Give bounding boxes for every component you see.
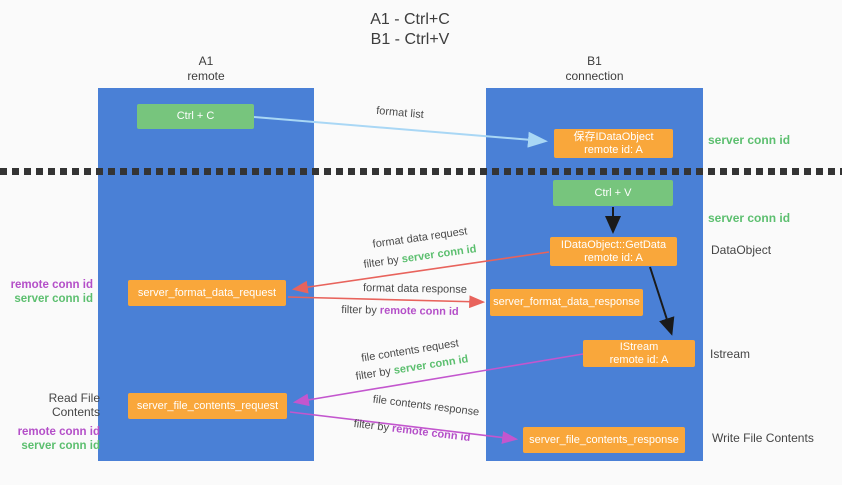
node-ctrl-v: Ctrl + V [553, 180, 673, 206]
lane-a-subtitle: remote [187, 69, 225, 83]
node-istream-line1: IStream [619, 340, 659, 353]
annotation-remote-conn-id-2: remote conn id [17, 426, 100, 438]
annotation-read-file-contents: Read File Contents [48, 391, 100, 419]
node-server-format-data-response: server_format_data_response [490, 289, 643, 316]
diagram-title: A1 - Ctrl+C B1 - Ctrl+V [0, 10, 820, 50]
label-format-list: format list [375, 104, 425, 122]
lane-b-id: B1 [587, 54, 602, 68]
filter-by-text: filter by [354, 365, 392, 383]
node-ctrl-v-label: Ctrl + V [594, 186, 632, 199]
node-server-file-contents-response: server_file_contents_response [523, 427, 685, 453]
annotation-server-conn-id-mid: server conn id [708, 211, 791, 225]
node-idataobject-getdata: IDataObject::GetData remote id: A [550, 237, 677, 266]
title-line-ctrl-c: A1 - Ctrl+C [370, 11, 450, 28]
remote-conn-id-text: remote conn id [379, 304, 459, 319]
node-save-idataobject-line2: remote id: A [584, 143, 643, 156]
annotation-dataobject: DataObject [711, 243, 772, 257]
annotation-server-conn-id-1: server conn id [14, 293, 93, 305]
remote-conn-id-text: remote conn id [391, 422, 471, 445]
node-idataobject-getdata-line1: IDataObject::GetData [560, 238, 667, 251]
label-format-data-response: format data response [362, 282, 468, 296]
lane-a-id: A1 [198, 54, 214, 68]
node-istream-line2: remote id: A [609, 353, 669, 366]
node-server-format-data-request: server_format_data_request [128, 280, 286, 306]
annotation-write-file-contents: Write File Contents [712, 431, 814, 445]
filter-by-text: filter by [362, 254, 400, 271]
dotted-separator [0, 168, 842, 175]
node-ctrl-c: Ctrl + C [137, 104, 254, 129]
label-filter-by-remote-conn-id-1: filter by remote conn id [341, 304, 459, 318]
node-save-idataobject-line1: 保存IDataObject [573, 130, 654, 143]
lane-b-header: B1 connection [486, 54, 703, 84]
title-line-ctrl-v: B1 - Ctrl+V [370, 31, 450, 48]
node-server-file-contents-request: server_file_contents_request [128, 393, 287, 419]
annotation-block-file-ids: Read File Contents remote conn id server… [0, 391, 100, 453]
node-server-file-contents-request-label: server_file_contents_request [136, 399, 279, 412]
label-filter-by-remote-conn-id-2: filter by remote conn id [353, 418, 471, 444]
lane-b-subtitle: connection [565, 69, 624, 83]
filter-by-text: filter by [353, 417, 390, 435]
node-idataobject-getdata-line2: remote id: A [584, 251, 643, 264]
lane-a-header: A1 remote [98, 54, 314, 84]
server-conn-id-text: server conn id [401, 243, 478, 266]
node-server-format-data-request-label: server_format_data_request [137, 286, 277, 299]
label-file-contents-response: file contents response [372, 393, 480, 419]
node-server-file-contents-response-label: server_file_contents_response [529, 433, 679, 446]
filter-by-text: filter by [341, 303, 377, 317]
node-istream: IStream remote id: A [583, 340, 695, 367]
annotation-remote-conn-id-1: remote conn id [10, 279, 93, 291]
annotation-block-format-ids: remote conn id server conn id [0, 278, 93, 306]
node-ctrl-c-label: Ctrl + C [176, 110, 215, 122]
node-server-format-data-response-label: server_format_data_response [493, 296, 640, 308]
annotation-istream: Istream [710, 347, 751, 361]
annotation-server-conn-id-top: server conn id [708, 133, 791, 147]
annotation-server-conn-id-2: server conn id [21, 440, 100, 452]
arrow-format-data-response [287, 295, 486, 309]
node-save-idataobject: 保存IDataObject remote id: A [554, 129, 673, 158]
